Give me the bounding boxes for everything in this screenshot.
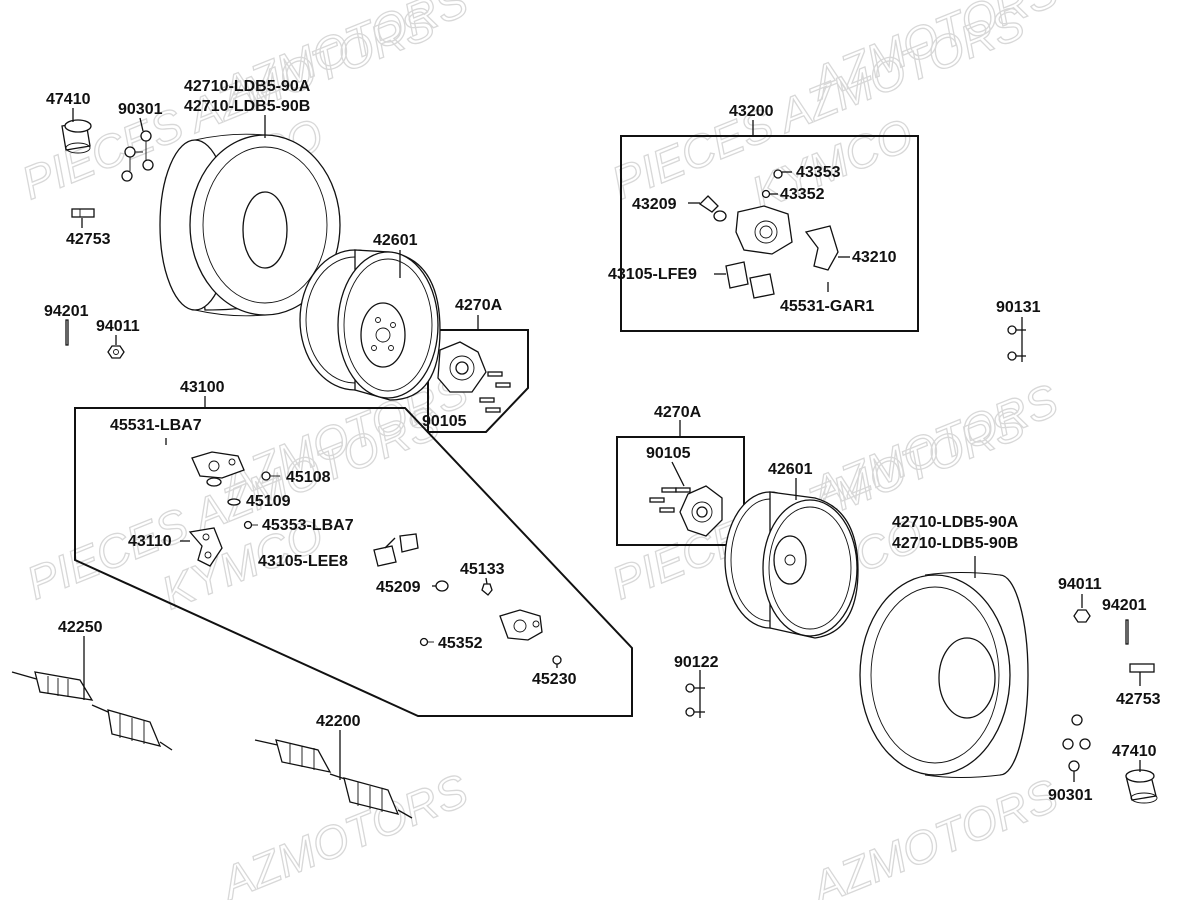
- label-45531-gar1: 45531-GAR1: [780, 298, 874, 315]
- label-43210: 43210: [852, 249, 897, 266]
- leader-43105-lee8: [384, 537, 396, 549]
- watermark: AZMOTORS: [211, 764, 474, 900]
- rim-top: [299, 249, 441, 401]
- label-47410-right: 47410: [1112, 743, 1157, 760]
- label-90105-mid: 90105: [646, 445, 691, 462]
- bracket-43110: [188, 527, 223, 567]
- label-43105-lfe9: 43105-LFE9: [608, 266, 697, 283]
- caliper-43200: [735, 205, 793, 255]
- hub-top: [437, 341, 511, 413]
- brake-pads-43105-lee8: [373, 533, 419, 567]
- seal-45209: [435, 580, 449, 592]
- label-90301-top: 90301: [118, 101, 163, 118]
- valve-cap-right: [1125, 769, 1158, 804]
- ring-45109: [227, 498, 241, 506]
- pin-45230: [552, 655, 562, 665]
- group-43200-outline: [620, 135, 919, 332]
- group-4270a-top-outline: [427, 329, 529, 433]
- hub-mid: [649, 485, 723, 537]
- lug-nuts-top: [121, 130, 154, 182]
- rim-mid: [724, 491, 859, 639]
- label-94201-top: 94201: [44, 303, 89, 320]
- label-45133: 45133: [460, 561, 505, 578]
- group-43100-outline: [74, 407, 633, 717]
- label-45209: 45209: [376, 579, 421, 596]
- tire-right: [859, 572, 1029, 778]
- leader-45133: [485, 577, 488, 585]
- label-90122: 90122: [674, 654, 719, 671]
- label-43353: 43353: [796, 164, 841, 181]
- label-90131: 90131: [996, 299, 1041, 316]
- drive-shaft-42200: [254, 739, 413, 819]
- bolts-90131: [1007, 325, 1026, 361]
- bolts-90122: [685, 683, 705, 717]
- label-45108: 45108: [286, 469, 331, 486]
- label-4270a-mid: 4270A: [654, 404, 702, 421]
- label-43200: 43200: [729, 103, 774, 120]
- label-43100: 43100: [180, 379, 225, 396]
- label-42710a-right: 42710-LDB5-90A: [892, 514, 1019, 531]
- label-94011-right: 94011: [1058, 576, 1102, 593]
- screw-45353-lba7: [243, 520, 258, 530]
- label-90301-right: 90301: [1048, 787, 1093, 804]
- label-47410-top: 47410: [46, 91, 91, 108]
- bracket-43210: [804, 225, 839, 271]
- valve-stem-right: [1129, 663, 1155, 673]
- label-43209: 43209: [632, 196, 677, 213]
- caliper-bracket-43100: [191, 451, 245, 487]
- label-90105-top: 90105: [422, 413, 467, 430]
- tire-top-left: [159, 133, 341, 317]
- valve-stem-top: [71, 208, 95, 218]
- pin-94201-right: [1125, 619, 1129, 645]
- brake-pads-43105-lfe9: [725, 261, 775, 299]
- bolt-45133: [481, 583, 493, 596]
- valve-cap-top: [61, 119, 92, 154]
- label-42753-right: 42753: [1116, 691, 1161, 708]
- screw-43353: [773, 169, 783, 179]
- label-42710a-top: 42710-LDB5-90A: [184, 78, 311, 95]
- part-labels: 47410 90301 42710-LDB5-90A 42710-LDB5-90…: [44, 78, 1161, 804]
- label-45109: 45109: [246, 493, 291, 510]
- label-43352: 43352: [780, 186, 825, 203]
- label-42710b-top: 42710-LDB5-90B: [184, 98, 310, 115]
- label-45531-lba7: 45531-LBA7: [110, 417, 202, 434]
- label-43105-lee8: 43105-LEE8: [258, 553, 348, 570]
- label-4270a-top: 4270A: [455, 297, 503, 314]
- label-94011-top: 94011: [96, 318, 140, 335]
- label-42601-mid: 42601: [768, 461, 813, 478]
- label-42250: 42250: [58, 619, 103, 636]
- label-45353-lba7: 45353-LBA7: [262, 517, 354, 534]
- label-42200: 42200: [316, 713, 361, 730]
- lug-nuts-right: [1062, 714, 1091, 772]
- label-43110: 43110: [128, 533, 172, 550]
- nut-94011-right: [1073, 609, 1091, 623]
- label-42710b-right: 42710-LDB5-90B: [892, 535, 1018, 552]
- watermark: AZMOTORS: [801, 769, 1064, 900]
- label-45352: 45352: [438, 635, 483, 652]
- leader-90301-top: [139, 117, 144, 132]
- caliper-body: [499, 609, 543, 641]
- bleeder-45352: [419, 637, 434, 647]
- drive-shaft-42250: [11, 671, 173, 751]
- leader-90105-mid: [671, 461, 685, 487]
- label-45230: 45230: [532, 671, 577, 688]
- pin-94201-top: [65, 319, 69, 346]
- seal-43209: [698, 195, 727, 222]
- bleeder-43352: [761, 189, 771, 199]
- label-94201-right: 94201: [1102, 597, 1147, 614]
- watermark: AZMOTORS: [801, 0, 1064, 110]
- screw-45108: [261, 471, 280, 481]
- nut-94011-top: [107, 345, 125, 359]
- label-42601-top: 42601: [373, 232, 418, 249]
- label-42753-top: 42753: [66, 231, 111, 248]
